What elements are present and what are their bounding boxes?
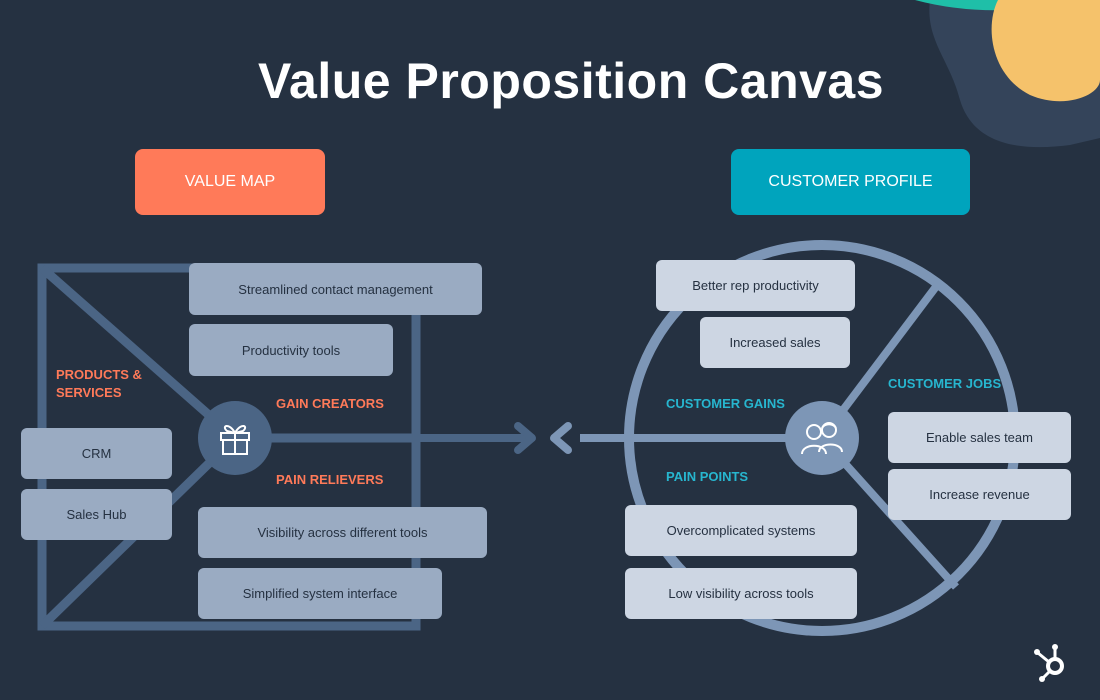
- pain-point-item: Overcomplicated systems: [625, 505, 857, 556]
- customer-jobs-label: CUSTOMER JOBS: [888, 376, 1002, 391]
- pain-point-item: Low visibility across tools: [625, 568, 857, 619]
- page-title: Value Proposition Canvas: [257, 53, 885, 109]
- users-icon: [785, 401, 859, 475]
- gain-creators-label: GAIN CREATORS: [276, 396, 384, 411]
- customer-gains-label: CUSTOMER GAINS: [666, 396, 785, 411]
- product-item: CRM: [21, 428, 172, 479]
- customer-profile-header: CUSTOMER PROFILE: [731, 149, 970, 215]
- customer-gain-item: Better rep productivity: [656, 260, 855, 311]
- customer-job-item: Enable sales team: [888, 412, 1071, 463]
- gain-creator-item: Streamlined contact management: [189, 263, 482, 315]
- gain-creator-item: Productivity tools: [189, 324, 393, 376]
- customer-gain-item: Increased sales: [700, 317, 850, 368]
- value-map-header: VALUE MAP: [135, 149, 325, 215]
- product-item: Sales Hub: [21, 489, 172, 540]
- hubspot-sprocket-icon: [1034, 644, 1064, 682]
- products-services-label: PRODUCTS & SERVICES: [56, 367, 142, 400]
- gift-icon: [198, 401, 272, 475]
- pain-points-label: PAIN POINTS: [666, 469, 749, 484]
- pain-reliever-item: Simplified system interface: [198, 568, 442, 619]
- pain-relievers-label: PAIN RELIEVERS: [276, 472, 384, 487]
- customer-job-item: Increase revenue: [888, 469, 1071, 520]
- pain-reliever-item: Visibility across different tools: [198, 507, 487, 558]
